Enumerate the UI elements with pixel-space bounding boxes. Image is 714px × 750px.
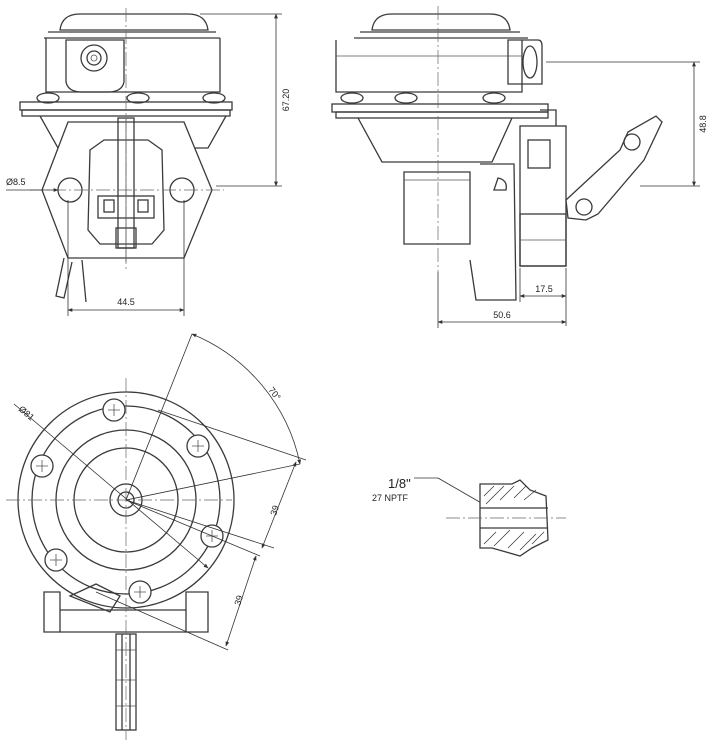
- section-hatching: [483, 485, 545, 551]
- dim-radial-lower: 39: [232, 594, 245, 607]
- dim-height-front: 67.20: [281, 89, 291, 112]
- dim-radial-upper: 39: [268, 504, 281, 517]
- dim-height-side: 48.8: [698, 115, 708, 133]
- top-view: Ø81 70° 39 39: [6, 333, 307, 740]
- dim-body-diameter: Ø81: [17, 404, 36, 423]
- thread-size-label: 1/8": [388, 476, 411, 491]
- thread-type-label: 27 NPTF: [372, 493, 409, 503]
- dim-width-side: 50.6: [493, 310, 511, 320]
- dim-offset-side: 17.5: [535, 284, 553, 294]
- dim-angle: 70°: [266, 385, 283, 402]
- front-view: 67.20 Ø8.5 44.5: [6, 8, 291, 316]
- dim-hole-diameter: Ø8.5: [6, 177, 26, 187]
- dim-mount-width: 44.5: [117, 297, 135, 307]
- side-view: 48.8 17.5 50.6: [331, 6, 708, 328]
- thread-detail: 1/8" 27 NPTF: [372, 476, 566, 557]
